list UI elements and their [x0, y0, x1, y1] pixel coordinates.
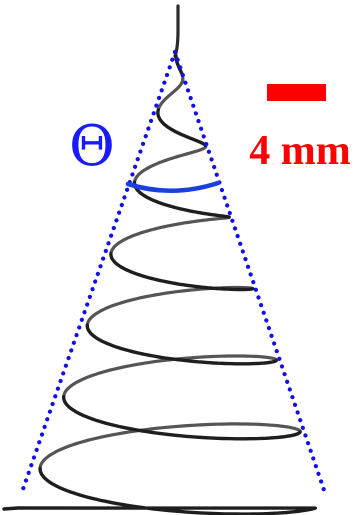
spring-coil-front — [2, 54, 317, 515]
scale-bar-label: 4 mm — [249, 128, 350, 174]
conical-spring — [2, 54, 317, 515]
angle-label: Θ — [69, 114, 115, 179]
spring-lead-wire — [173, 4, 180, 58]
scale-bar — [267, 84, 326, 101]
spring-coil-back — [38, 72, 302, 469]
cone-angle-arc — [125, 180, 221, 194]
cone-left-edge — [19, 49, 178, 495]
